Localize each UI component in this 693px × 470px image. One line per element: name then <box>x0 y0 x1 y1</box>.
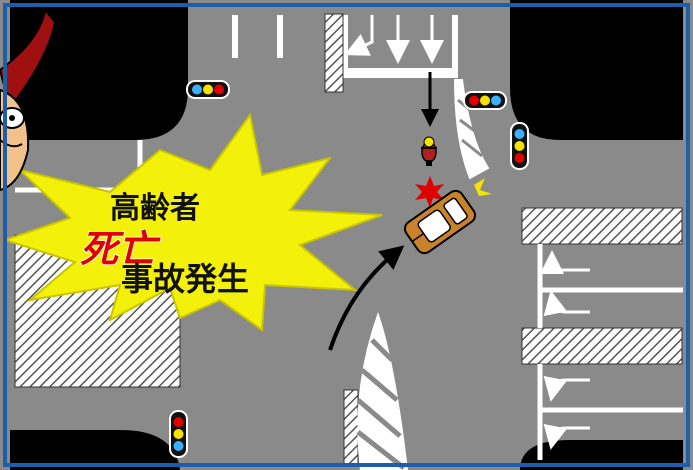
traffic-light-top-left <box>186 80 230 99</box>
banner-line-1: 高齢者 <box>110 191 200 226</box>
right-lane-lines <box>537 244 683 460</box>
elderly-person-icon <box>0 7 57 192</box>
banner-line-3: 事故発生 <box>121 260 249 298</box>
crosswalk-right-upper <box>521 207 683 245</box>
diagram-frame <box>3 3 690 467</box>
top-lane-lines <box>232 15 458 75</box>
median-hatch-bottom <box>343 389 359 467</box>
traffic-light-right <box>510 122 529 170</box>
channel-island-bottom <box>356 312 408 470</box>
turn-arrows-right <box>540 250 590 450</box>
corner-block-bottom-left <box>10 430 180 470</box>
corner-block-top-right <box>510 0 683 140</box>
car-icon <box>403 189 477 255</box>
traffic-light-bottom <box>169 410 188 458</box>
car-path-arrow <box>328 245 405 351</box>
lane-arrows-top <box>344 15 444 64</box>
stop-line-top <box>342 68 458 78</box>
motorcycle-icon <box>421 136 437 166</box>
traffic-light-top-right <box>463 91 507 110</box>
impact-star-icon <box>415 176 492 208</box>
median-hatch-top <box>324 13 344 93</box>
crosswalk-right-lower <box>521 327 683 365</box>
corner-block-top-left <box>10 0 188 140</box>
alert-burst <box>1 112 383 332</box>
banner-line-2: 死亡 <box>80 227 161 271</box>
